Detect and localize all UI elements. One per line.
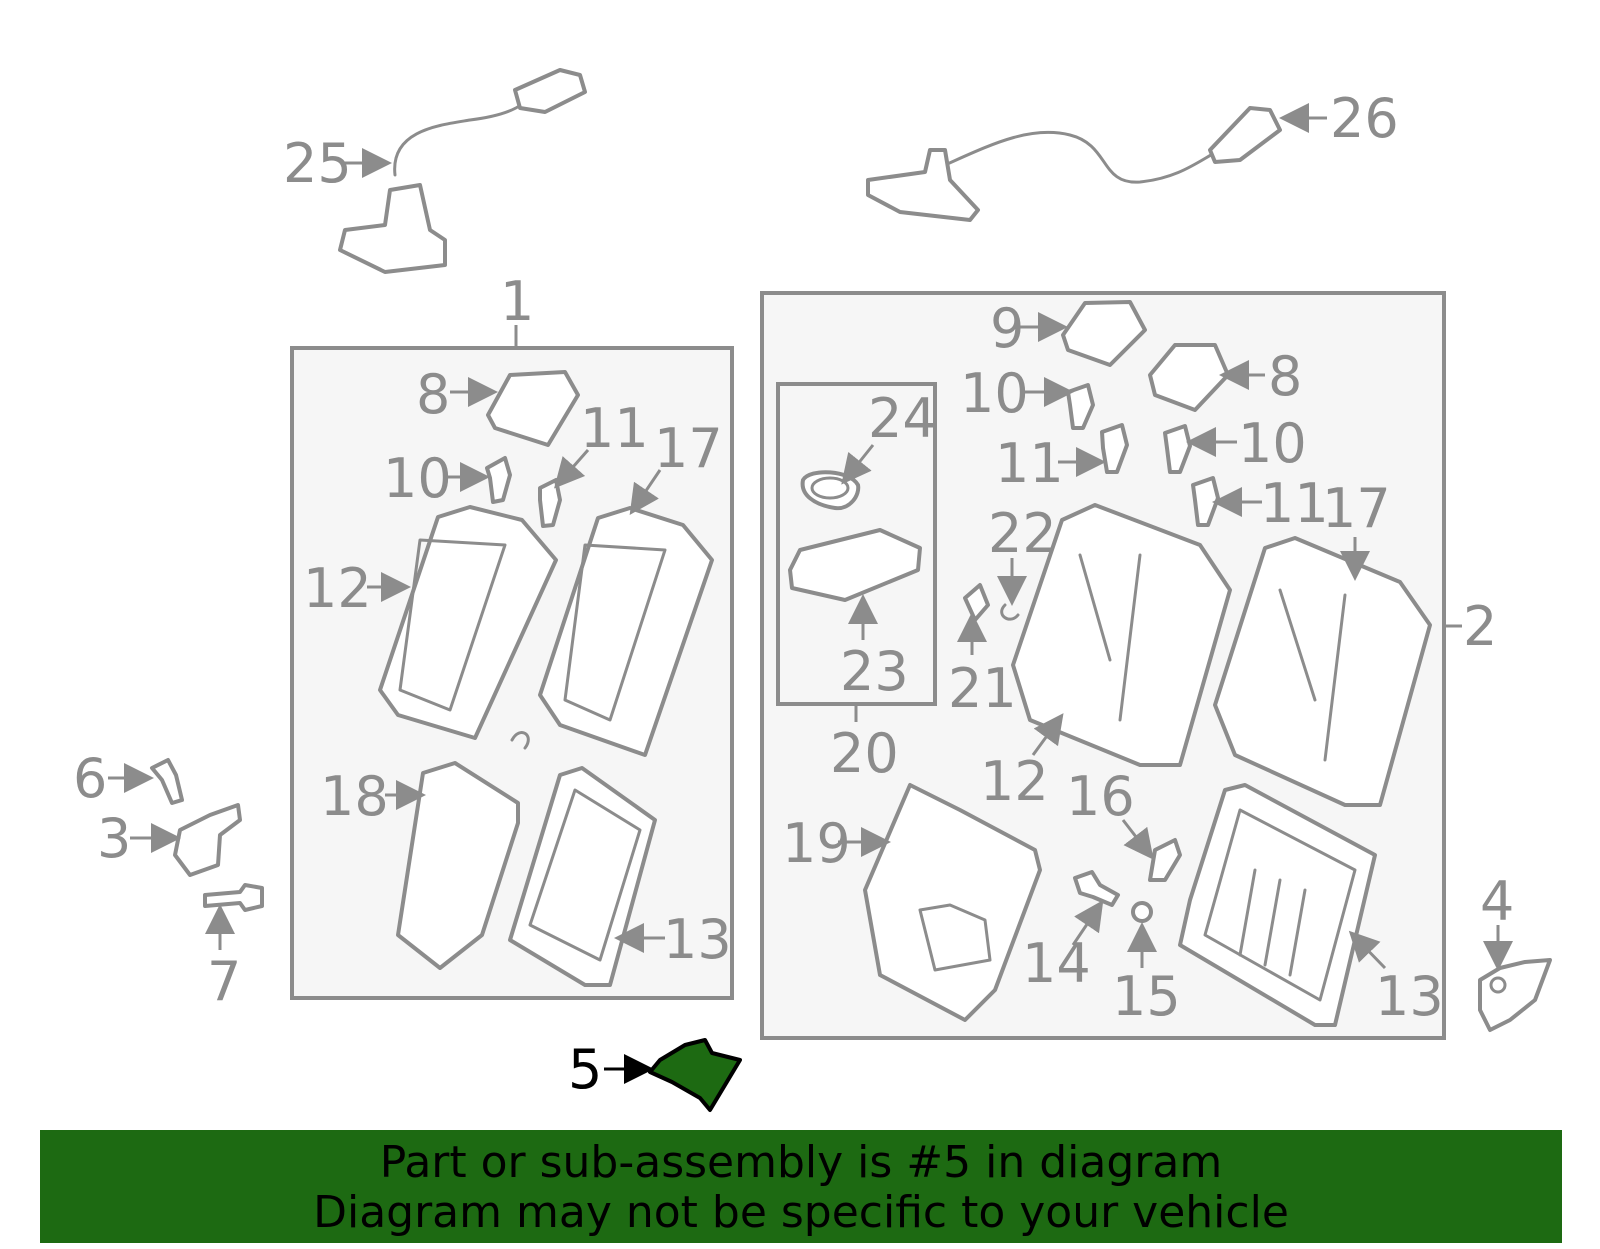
info-banner: Part or sub-assembly is #5 in diagram Di… (40, 1130, 1562, 1243)
part-16-bracket (1148, 838, 1182, 882)
part-10-guide-right-b (1163, 424, 1192, 474)
callout-1: 1 (500, 270, 534, 333)
banner-line-1: Part or sub-assembly is #5 in diagram (379, 1137, 1223, 1188)
callout-24: 24 (868, 387, 937, 450)
callout-19: 19 (782, 812, 851, 875)
part-12-cover-right (1011, 503, 1232, 767)
callout-4: 4 (1480, 870, 1514, 933)
callout-16: 16 (1066, 765, 1135, 828)
callout-6: 6 (73, 747, 107, 810)
callout-13-left: 13 (663, 908, 732, 971)
part-8-headrest-left (486, 370, 580, 447)
part-23-armrest (788, 528, 922, 602)
part-18-pad-left (396, 761, 520, 970)
callout-20: 20 (830, 722, 899, 785)
part-13-frame-right (1178, 783, 1377, 1027)
callout-10-right-a: 10 (960, 362, 1029, 425)
callout-14: 14 (1022, 932, 1091, 995)
callout-12-right: 12 (980, 750, 1049, 813)
callout-3: 3 (97, 807, 131, 870)
callout-17-right: 17 (1322, 477, 1391, 540)
callout-13-right: 13 (1375, 965, 1444, 1028)
callout-25: 25 (283, 132, 352, 195)
part-7-bolt (203, 883, 264, 912)
callout-8-right: 8 (1268, 345, 1302, 408)
part-22-hook (1000, 603, 1020, 621)
callout-7: 7 (207, 950, 241, 1013)
callout-11-left: 11 (580, 397, 649, 460)
leader-arrows (108, 103, 1513, 1084)
part-14-bolt (1073, 870, 1120, 907)
callout-11-right-a: 11 (995, 432, 1064, 495)
callout-17-left: 17 (654, 417, 723, 480)
part-3-bracket (173, 803, 242, 877)
callout-18: 18 (320, 765, 389, 828)
callout-2: 2 (1463, 595, 1497, 658)
callout-10-right-b: 10 (1238, 412, 1307, 475)
callout-15: 15 (1112, 965, 1181, 1028)
callout-22: 22 (988, 502, 1057, 565)
callout-12-left: 12 (303, 557, 372, 620)
callout-23: 23 (840, 640, 909, 703)
part-4-bracket (1478, 958, 1552, 1032)
callout-21: 21 (948, 657, 1017, 720)
banner-line-2: Diagram may not be specific to your vehi… (313, 1187, 1289, 1238)
callout-11-right-b: 11 (1260, 472, 1329, 535)
part-5-highlighted (648, 1038, 742, 1112)
callout-26: 26 (1330, 87, 1399, 150)
callout-9: 9 (990, 297, 1024, 360)
part-19-pad-right (863, 783, 1042, 1022)
part-9-headrest-right (1061, 300, 1147, 367)
part-12-cover-left (378, 505, 558, 740)
callout-10-left: 10 (383, 447, 452, 510)
part-25-cable (338, 68, 587, 274)
callout-5: 5 (568, 1038, 602, 1101)
part-10-guide-left (485, 456, 512, 504)
part-15-grommet (1131, 901, 1153, 923)
callout-labels: 25 26 1 2 8 10 11 17 12 18 13 9 8 10 11 … (73, 87, 1514, 1101)
part-clip-left (510, 731, 530, 750)
part-17-cover-right (1213, 536, 1432, 807)
part-11-guide-right-b (1191, 476, 1220, 527)
part-26-cable (866, 106, 1282, 222)
callout-8-left: 8 (416, 363, 450, 426)
part-6-bolt (150, 758, 184, 805)
